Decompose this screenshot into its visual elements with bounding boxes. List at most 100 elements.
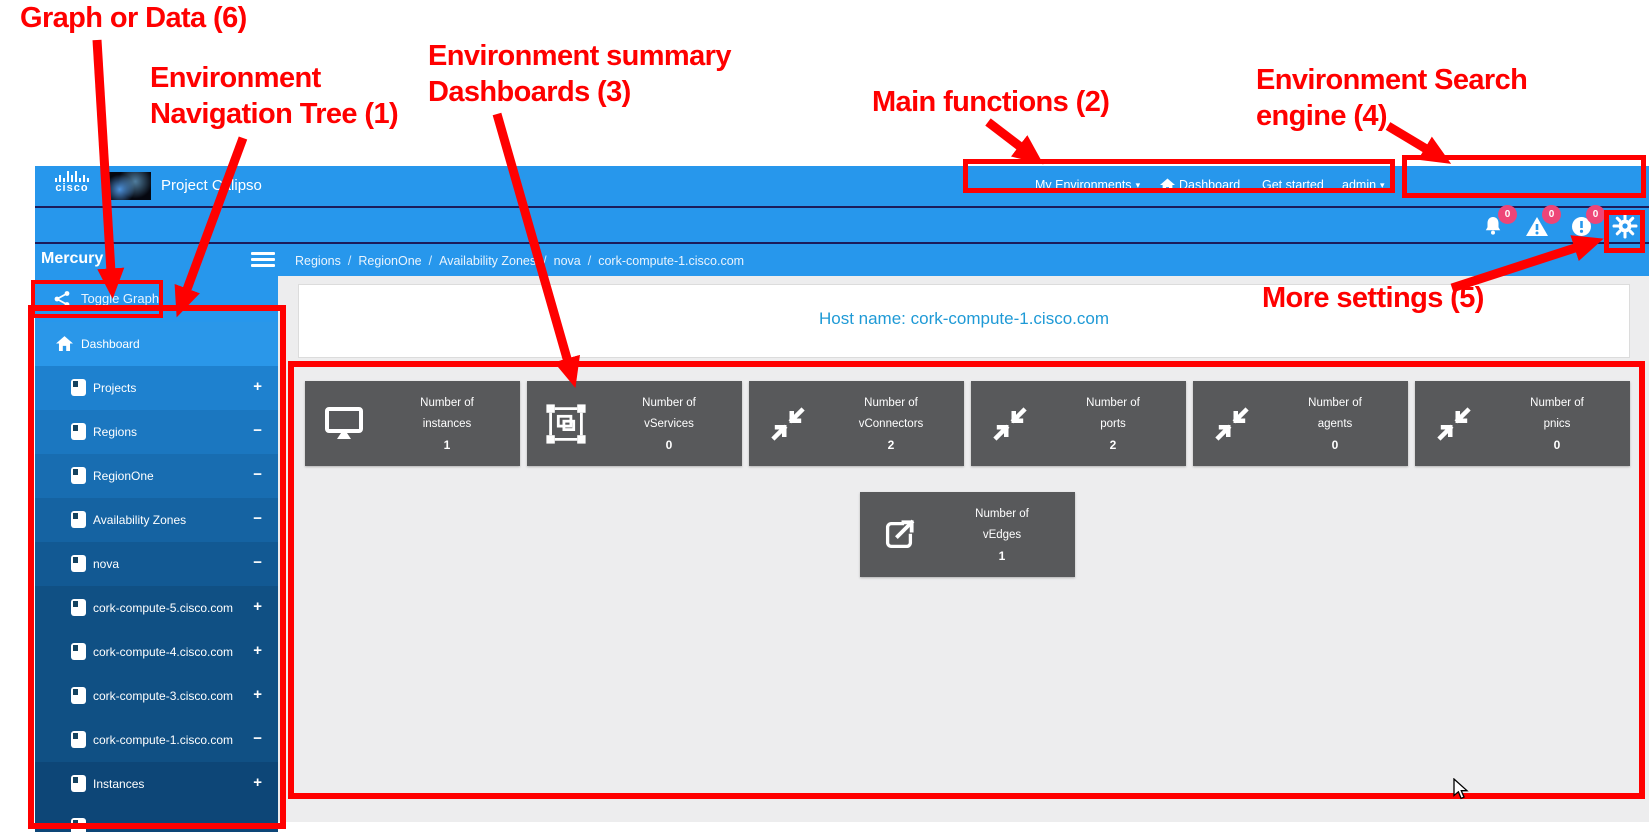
tree-item-nova[interactable]: nova− xyxy=(35,542,278,586)
warnings-badge: 0 xyxy=(1542,205,1561,224)
environment-title: Mercury xyxy=(41,250,104,267)
home-icon xyxy=(56,336,73,351)
tree-item-projects[interactable]: Projects+ xyxy=(35,366,278,410)
header-divider xyxy=(35,206,1649,208)
annotation-more-settings: More settings (5) xyxy=(1262,282,1484,314)
tree-item-availability-zones[interactable]: Availability Zones− xyxy=(35,498,278,542)
main-content: Host name: cork-compute-1.cisco.com Numb… xyxy=(278,276,1649,822)
annotation-nav-tree-line1: Environment xyxy=(150,62,321,94)
annotation-summary-line2: Dashboards (3) xyxy=(428,76,631,108)
cisco-logo-text: cisco xyxy=(55,182,89,194)
alerts-bell-button[interactable]: 0 xyxy=(1479,205,1517,240)
expand-toggle[interactable]: − xyxy=(253,466,262,483)
external-link-icon xyxy=(885,519,915,548)
compress-arrows-icon xyxy=(771,406,805,441)
toggle-graph-label: Toggle Graph xyxy=(81,291,160,306)
expand-toggle[interactable]: + xyxy=(253,598,262,615)
brand-photo xyxy=(105,172,151,200)
expand-toggle[interactable]: + xyxy=(253,642,262,659)
tile-value: 2 xyxy=(887,438,895,452)
environment-navigation-tree: Toggle Graph Dashboard Projects+ Regions… xyxy=(35,276,278,832)
nav-dashboard[interactable]: Dashboard xyxy=(1160,178,1240,192)
breadcrumb-item[interactable]: cork-compute-1.cisco.com xyxy=(598,254,745,268)
compress-arrows-icon xyxy=(993,406,1027,441)
expand-toggle[interactable]: − xyxy=(253,422,262,439)
node-icon xyxy=(71,643,86,660)
annotation-search-line2: engine (4) xyxy=(1256,100,1388,132)
monitor-icon xyxy=(325,406,363,439)
tree-item-regionone[interactable]: RegionOne− xyxy=(35,454,278,498)
node-icon xyxy=(71,818,86,832)
main-header: cisco Project Calipso My Environments▾ D… xyxy=(35,166,1649,365)
annotation-graph-or-data: Graph or Data (6) xyxy=(20,2,247,34)
warnings-button[interactable]: 0 xyxy=(1523,205,1561,240)
node-icon xyxy=(71,511,86,528)
notification-area: 0 0 0 xyxy=(1479,205,1639,240)
tree-item-instances[interactable]: Instances+ xyxy=(35,762,278,806)
host-name-text: Host name: cork-compute-1.cisco.com xyxy=(818,309,1110,328)
node-icon xyxy=(71,775,86,792)
breadcrumb-item[interactable]: Availability Zones xyxy=(439,254,537,268)
settings-button[interactable] xyxy=(1611,212,1639,240)
tree-item-cork-compute-1[interactable]: cork-compute-1.cisco.com− xyxy=(35,718,278,762)
bell-icon xyxy=(1485,217,1501,235)
expand-toggle[interactable]: + xyxy=(253,774,262,791)
node-icon xyxy=(71,423,86,440)
home-icon xyxy=(1160,178,1175,192)
annotation-search-line1: Environment Search xyxy=(1256,64,1528,96)
tile-value: 0 xyxy=(1331,438,1339,452)
breadcrumb-item[interactable]: Regions xyxy=(295,254,341,268)
breadcrumb: Regions/RegionOne/Availability Zones/nov… xyxy=(295,254,745,268)
breadcrumb-item[interactable]: RegionOne xyxy=(358,254,422,268)
errors-button[interactable]: 0 xyxy=(1567,205,1605,240)
tile-value: 1 xyxy=(443,438,451,452)
annotation-summary-line1: Environment summary xyxy=(428,40,731,72)
warning-triangle-icon xyxy=(1526,216,1548,236)
tile-value: 0 xyxy=(1553,438,1561,452)
menu-hamburger-icon[interactable] xyxy=(251,252,275,270)
node-icon xyxy=(71,555,86,572)
node-icon xyxy=(71,687,86,704)
expand-toggle[interactable]: + xyxy=(253,686,262,703)
node-icon xyxy=(71,731,86,748)
nav-get-started[interactable]: Get started xyxy=(1262,178,1324,192)
nav-admin[interactable]: admin▾ xyxy=(1342,178,1385,192)
expand-toggle[interactable]: + xyxy=(253,378,262,395)
tree-item-cork-compute-4[interactable]: cork-compute-4.cisco.com+ xyxy=(35,630,278,674)
tree-item-cork-compute-3[interactable]: cork-compute-3.cisco.com+ xyxy=(35,674,278,718)
compress-arrows-icon xyxy=(1437,406,1471,441)
gear-icon xyxy=(1612,213,1638,239)
notification-bar: 0 0 0 xyxy=(35,205,1649,242)
group-frame-icon xyxy=(546,403,586,444)
breadcrumb-bar: Mercury Regions/RegionOne/Availability Z… xyxy=(35,244,1649,276)
tree-item-cork-compute-5[interactable]: cork-compute-5.cisco.com+ xyxy=(35,586,278,630)
expand-toggle[interactable]: − xyxy=(253,554,262,571)
breadcrumb-item[interactable]: nova xyxy=(553,254,581,268)
expand-toggle[interactable]: − xyxy=(253,730,262,747)
tree-item-regions[interactable]: Regions− xyxy=(35,410,278,454)
nav-my-environments[interactable]: My Environments▾ xyxy=(1035,178,1141,192)
share-graph-icon xyxy=(54,291,70,307)
tree-item-dashboard[interactable]: Dashboard xyxy=(35,322,278,366)
caret-down-icon: ▾ xyxy=(1380,180,1385,190)
alerts-badge: 0 xyxy=(1498,205,1517,224)
app-title: Project Calipso xyxy=(161,177,262,194)
node-icon xyxy=(71,379,86,396)
error-circle-icon xyxy=(1571,216,1591,236)
caret-down-icon: ▾ xyxy=(1135,180,1141,190)
cisco-bars-icon xyxy=(49,171,95,182)
annotation-main-functions: Main functions (2) xyxy=(872,86,1110,118)
toggle-graph-button[interactable]: Toggle Graph xyxy=(35,276,278,322)
tile-value: 2 xyxy=(1109,438,1117,452)
cisco-logo: cisco xyxy=(49,171,95,195)
compress-arrows-icon xyxy=(1215,406,1249,441)
expand-toggle[interactable]: − xyxy=(253,510,262,527)
